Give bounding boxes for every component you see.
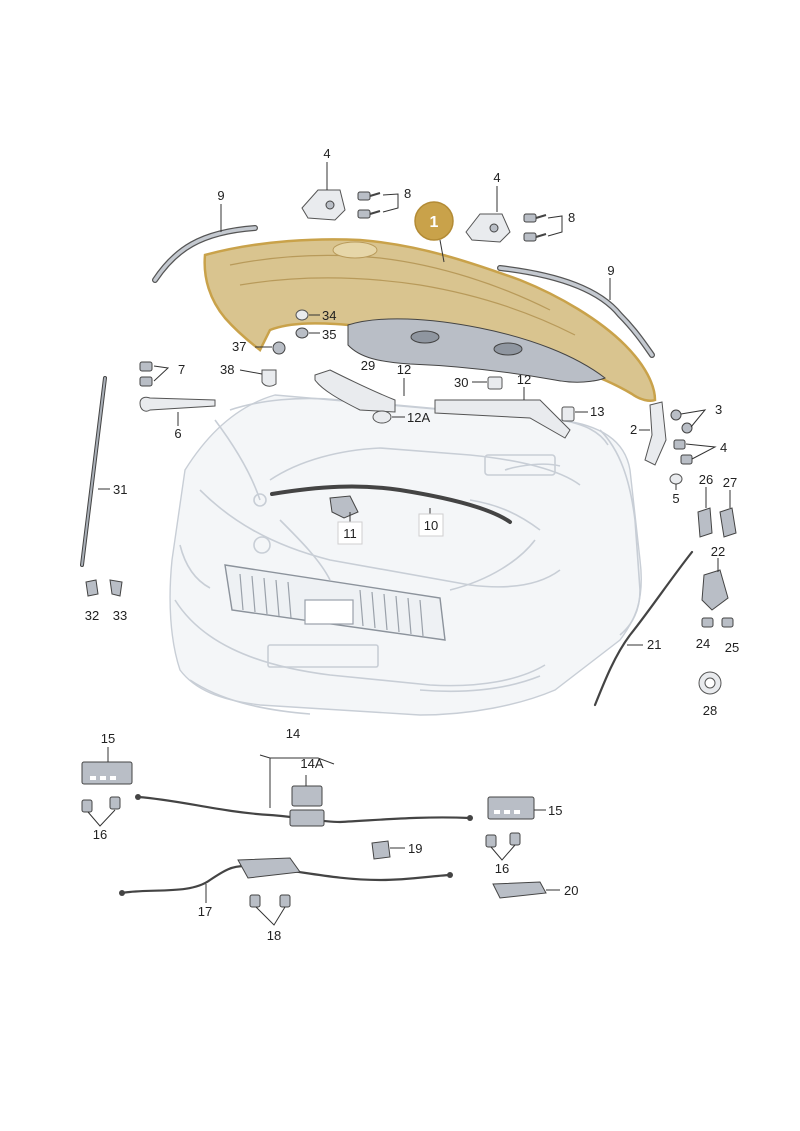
label-34: 34: [322, 308, 336, 323]
bolts-4-right[interactable]: [673, 439, 693, 465]
seal-13[interactable]: [561, 406, 575, 422]
prop-rod-31[interactable]: [80, 376, 107, 567]
bracket-11[interactable]: [329, 495, 359, 519]
label-4-side: 4: [720, 440, 727, 455]
grommet-12A[interactable]: [372, 410, 392, 424]
washer-35[interactable]: [295, 327, 309, 339]
svg-text:1: 1: [430, 214, 439, 231]
label-30: 30: [454, 375, 468, 390]
bolt-8a[interactable]: [357, 191, 381, 219]
bolt-8b[interactable]: [523, 213, 547, 242]
label-25: 25: [725, 640, 739, 655]
bolts-16-right[interactable]: [485, 832, 521, 848]
label-16-right: 16: [495, 861, 509, 876]
label-21: 21: [647, 637, 661, 652]
leader-lines: [87, 162, 731, 926]
label-14A: 14A: [300, 756, 323, 771]
clip-32[interactable]: [85, 579, 99, 597]
label-35: 35: [322, 327, 336, 342]
clip-33[interactable]: [109, 579, 123, 597]
bolts-18[interactable]: [249, 894, 291, 908]
grommet-28[interactable]: [698, 671, 722, 695]
label-29: 29: [361, 358, 375, 373]
label-12-right: 12: [517, 372, 531, 387]
release-handle-20[interactable]: [492, 881, 547, 899]
label-19: 19: [408, 841, 422, 856]
label-14: 14: [286, 726, 300, 741]
label-22: 22: [711, 544, 725, 559]
clip-7[interactable]: [139, 361, 153, 387]
label-38: 38: [220, 362, 234, 377]
label-9-left: 9: [217, 188, 224, 203]
cowl-cover-right[interactable]: [434, 399, 571, 439]
label-13: 13: [590, 404, 604, 419]
label-16-left: 16: [93, 827, 107, 842]
bracket-22[interactable]: [701, 569, 729, 611]
seal-10[interactable]: [270, 484, 512, 524]
label-24: 24: [696, 636, 710, 651]
label-33: 33: [113, 608, 127, 623]
seal-right[interactable]: [497, 265, 655, 358]
label-3: 3: [715, 402, 722, 417]
label-31: 31: [113, 482, 127, 497]
hinge-left[interactable]: [301, 189, 346, 221]
label-8-left: 8: [404, 186, 411, 201]
stop-38[interactable]: [261, 369, 277, 387]
highlight-badge-1[interactable]: 1: [414, 201, 454, 263]
label-9-right: 9: [607, 263, 614, 278]
washer-34[interactable]: [295, 309, 309, 321]
label-20: 20: [564, 883, 578, 898]
handle-bracket-17[interactable]: [237, 857, 301, 879]
label-8-right: 8: [568, 210, 575, 225]
cowl-cover-left[interactable]: [314, 369, 396, 413]
label-12-left: 12: [397, 362, 411, 377]
label-4-right: 4: [493, 170, 500, 185]
label-26: 26: [699, 472, 713, 487]
car-body-outline: [169, 394, 642, 716]
label-15-right: 15: [548, 803, 562, 818]
clip-19[interactable]: [371, 840, 391, 860]
label-7: 7: [178, 362, 185, 377]
cable-21[interactable]: [593, 550, 694, 707]
buffer-37[interactable]: [272, 341, 286, 355]
label-4-left: 4: [323, 146, 330, 161]
part-number-labels: 4 4 8 8 9 9 34 35 37 29 38 7 6 12 12 12A…: [85, 146, 739, 943]
label-11: 11: [343, 526, 357, 541]
label-28: 28: [703, 703, 717, 718]
hood-insulation-mat[interactable]: [347, 318, 607, 383]
clip-30[interactable]: [487, 376, 503, 390]
label-6: 6: [174, 426, 181, 441]
nuts-3[interactable]: [670, 409, 693, 434]
clip-24[interactable]: [701, 617, 714, 628]
label-17: 17: [198, 904, 212, 919]
hinge-right[interactable]: [465, 213, 511, 243]
latch-part-26[interactable]: [697, 507, 713, 538]
label-37: 37: [232, 339, 246, 354]
buffer-5[interactable]: [669, 473, 683, 485]
bolts-16-left[interactable]: [81, 796, 121, 813]
cable-connector-14A[interactable]: [289, 785, 325, 827]
latch-part-27[interactable]: [719, 507, 737, 538]
latch-15-right[interactable]: [487, 796, 535, 820]
washer-nozzle-6[interactable]: [139, 396, 216, 412]
label-32: 32: [85, 608, 99, 623]
latch-15-left[interactable]: [81, 761, 133, 785]
label-10: 10: [424, 518, 438, 533]
seal-left[interactable]: [152, 225, 258, 283]
clip-25[interactable]: [721, 617, 734, 628]
striker-bracket-2[interactable]: [644, 401, 667, 466]
label-15-left: 15: [101, 731, 115, 746]
label-27: 27: [723, 475, 737, 490]
label-2: 2: [630, 422, 637, 437]
label-18: 18: [267, 928, 281, 943]
label-12A: 12A: [407, 410, 430, 425]
label-5: 5: [672, 491, 679, 506]
